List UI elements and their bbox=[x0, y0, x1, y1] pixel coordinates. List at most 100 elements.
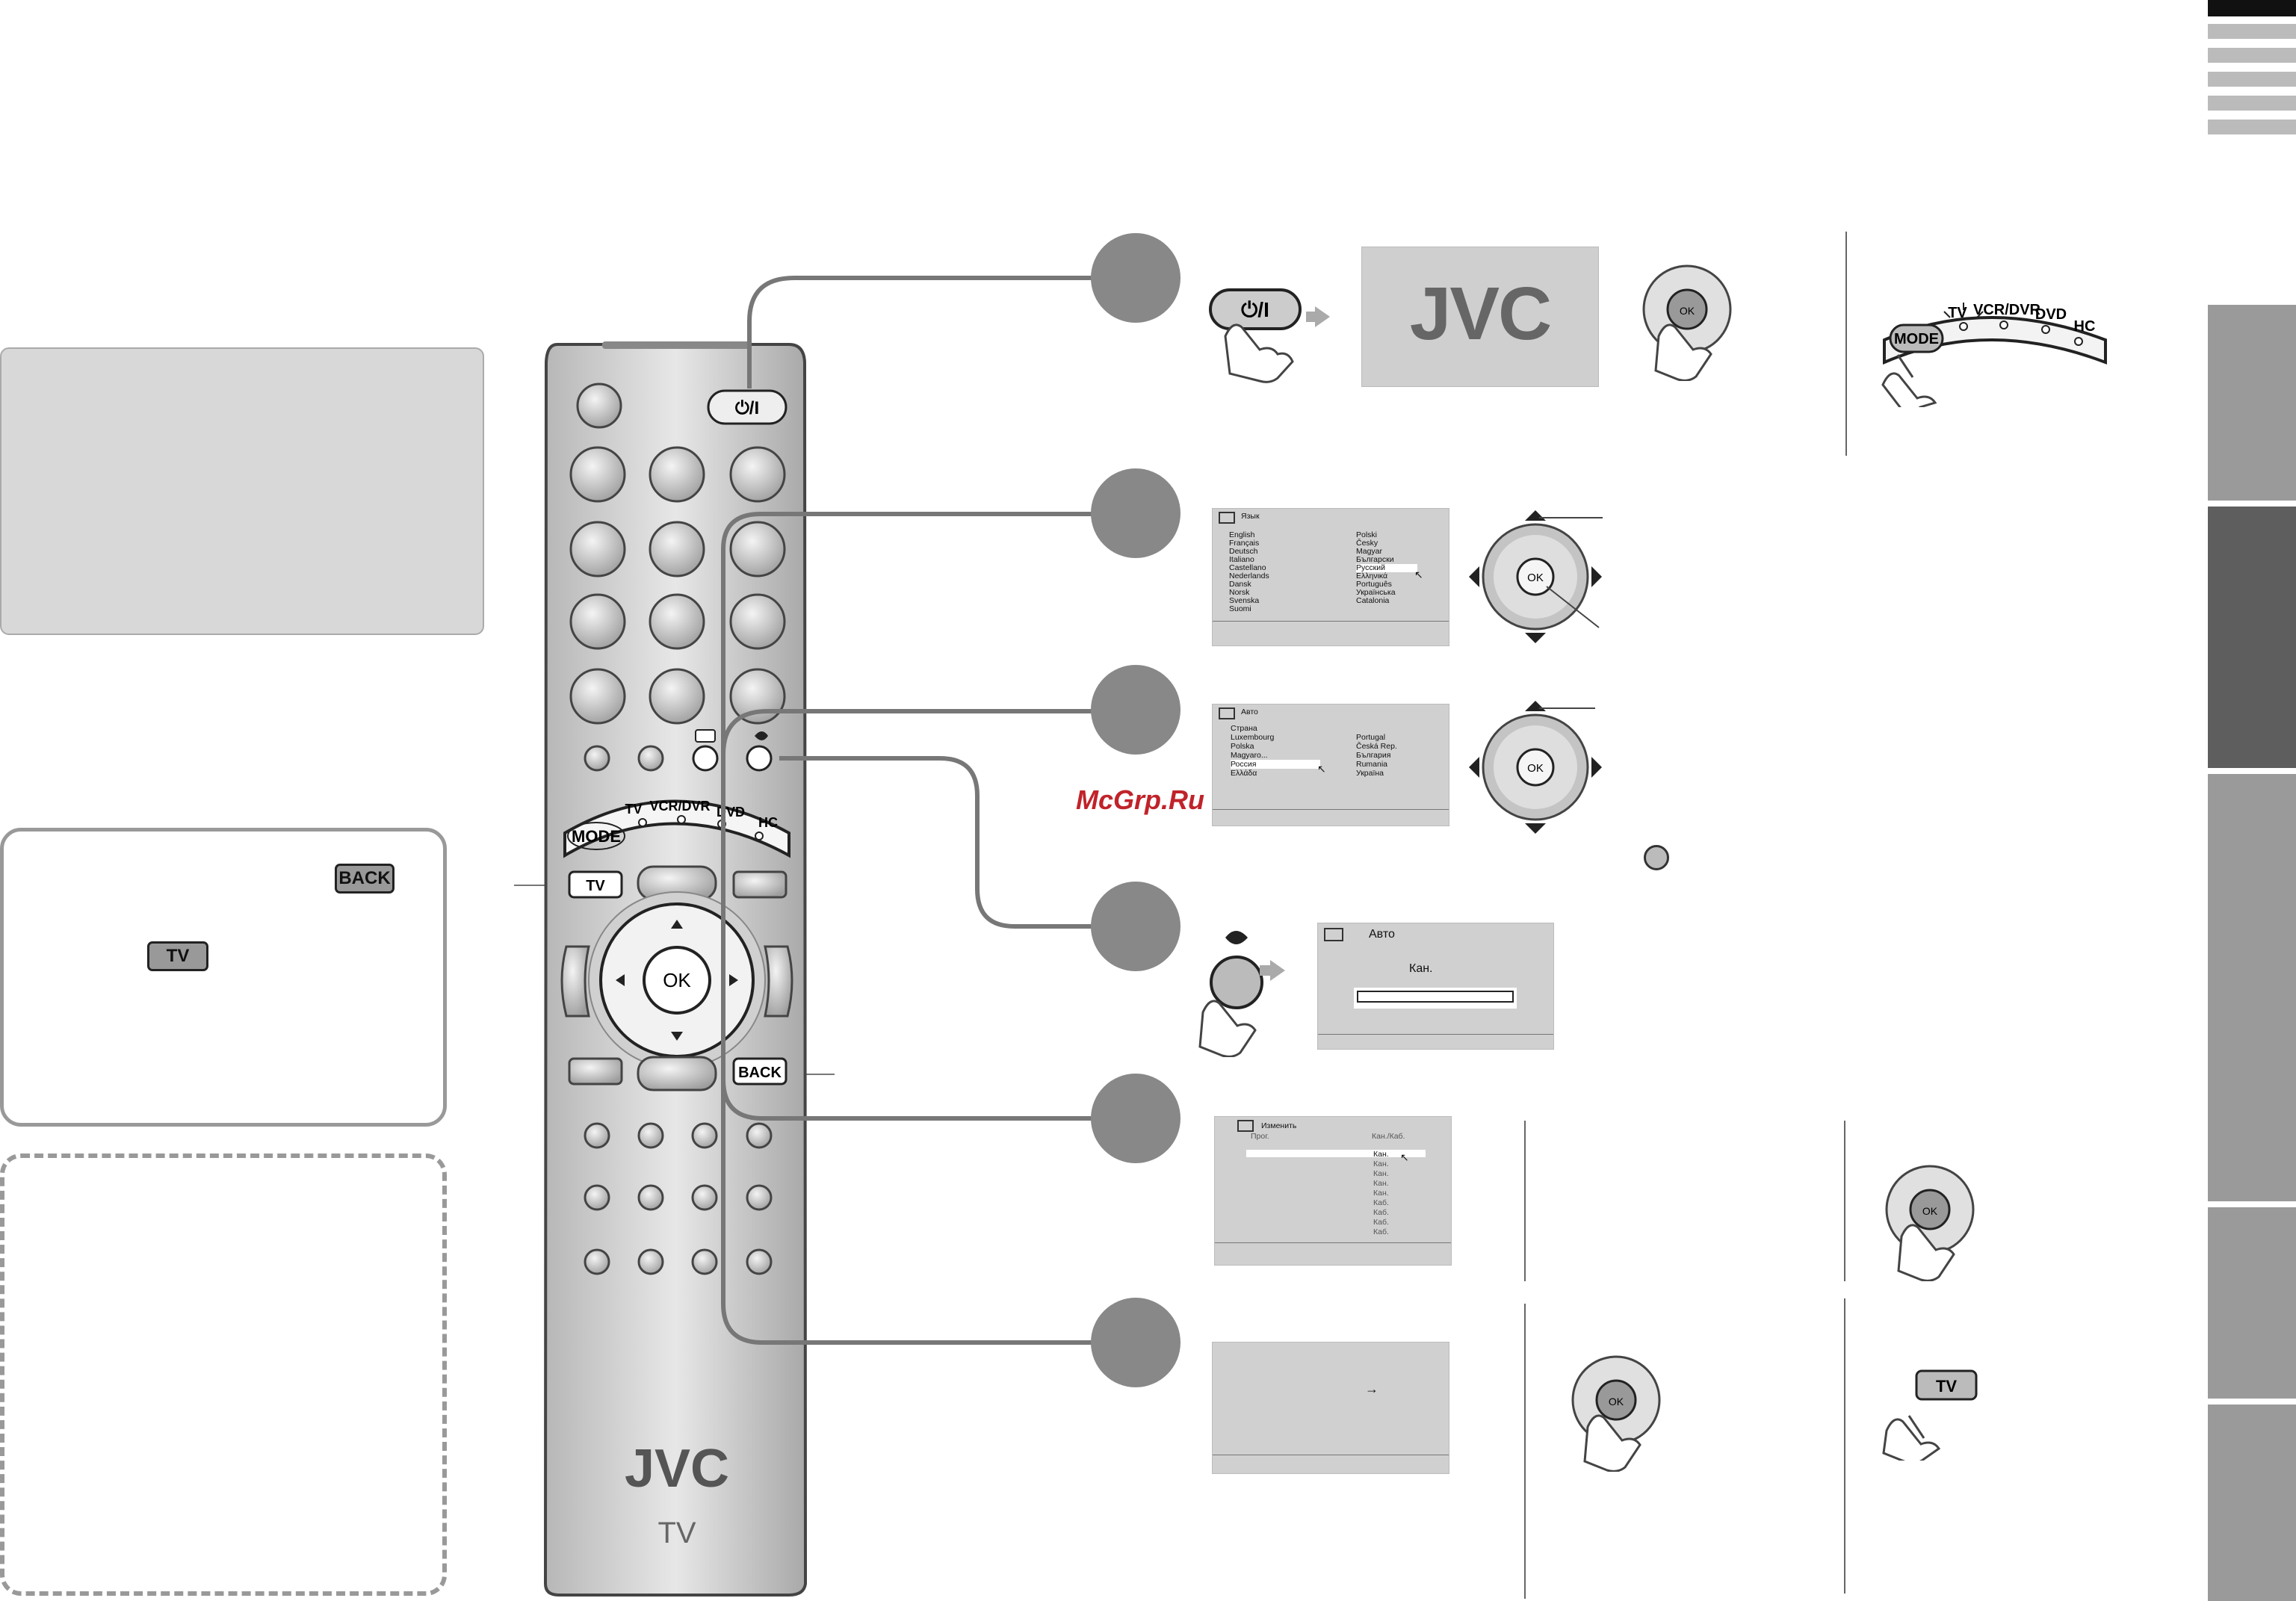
svg-text:TV: TV bbox=[1936, 1377, 1957, 1396]
language-item[interactable]: Italiano bbox=[1229, 555, 1254, 564]
splash-brand: JVC bbox=[1409, 272, 1553, 356]
tv-leader-line bbox=[514, 885, 574, 886]
svg-text:TV: TV bbox=[657, 1517, 696, 1549]
step-circle-1 bbox=[1091, 233, 1181, 323]
step4-red-press bbox=[1198, 931, 1285, 1057]
language-item[interactable]: Catalonia bbox=[1356, 596, 1390, 605]
language-item[interactable]: Svenska bbox=[1229, 596, 1260, 605]
svg-text:JVC: JVC bbox=[625, 1439, 729, 1499]
country-item[interactable]: Polska bbox=[1231, 742, 1254, 751]
svg-text:TV: TV bbox=[625, 802, 642, 817]
divider-step6-b bbox=[1844, 1298, 1845, 1594]
cursor-icon: ↖ bbox=[1414, 569, 1423, 580]
step5-ok-press: OK bbox=[1885, 1165, 1975, 1281]
index-tabs bbox=[2208, 24, 2296, 158]
language-item[interactable]: Dansk bbox=[1229, 580, 1251, 589]
svg-text:VCR/DVR: VCR/DVR bbox=[649, 799, 710, 814]
svg-text:VCR/DVR: VCR/DVR bbox=[1973, 302, 2041, 318]
channel-row[interactable]: Кан. bbox=[1373, 1179, 1389, 1188]
svg-text:⏻/I: ⏻/I bbox=[1241, 298, 1269, 321]
red-button-icon bbox=[1644, 845, 1669, 870]
channel-row[interactable]: Каб. bbox=[1373, 1198, 1389, 1207]
svg-text:HC: HC bbox=[758, 815, 778, 830]
column-header: Кан./Каб. bbox=[1372, 1132, 1405, 1141]
channel-row[interactable]: Каб. bbox=[1373, 1218, 1389, 1227]
channel-row[interactable]: Каб. bbox=[1373, 1227, 1389, 1236]
connector-lines bbox=[721, 276, 1098, 1345]
language-item[interactable]: Castellano bbox=[1229, 563, 1266, 572]
country-item[interactable]: Česká Rep. bbox=[1356, 742, 1397, 751]
channel-row[interactable]: Кан. bbox=[1373, 1150, 1389, 1159]
remote-control: ⏻/I MODE TV VCR/DVR DVD HC TV OK BACK JV… bbox=[543, 341, 808, 1597]
svg-text:OK: OK bbox=[1680, 305, 1695, 317]
language-item[interactable]: Português bbox=[1356, 580, 1392, 589]
svg-text:TV: TV bbox=[1948, 305, 1967, 321]
svg-text:MODE: MODE bbox=[1894, 331, 1939, 347]
channel-row[interactable]: Кан. bbox=[1373, 1189, 1389, 1198]
channel-list: Кан. Кан. Кан. Кан. Кан. Каб. Каб. Каб. … bbox=[1373, 1150, 1389, 1237]
menu-title: Авто bbox=[1241, 707, 1258, 716]
info-box-gray bbox=[0, 347, 484, 635]
chapter-tab-1 bbox=[2208, 305, 2296, 501]
language-item[interactable]: Norsk bbox=[1229, 588, 1250, 597]
country-item[interactable]: Luxembourg bbox=[1231, 733, 1275, 742]
country-item[interactable]: Україна bbox=[1356, 769, 1384, 778]
step-circle-4 bbox=[1091, 882, 1181, 971]
selection-highlight bbox=[1246, 1150, 1426, 1157]
country-item[interactable]: Portugal bbox=[1356, 733, 1386, 742]
step-circle-6 bbox=[1091, 1298, 1181, 1387]
language-list-right: Polski Česky Magyar Български Русский Ελ… bbox=[1356, 531, 1417, 605]
svg-text:BACK: BACK bbox=[738, 1065, 782, 1081]
country-list-right: Portugal Česká Rep. България Rumania Укр… bbox=[1356, 733, 1397, 778]
back-button-callout: BACK bbox=[335, 864, 394, 894]
country-item[interactable]: Ελλάδα bbox=[1231, 769, 1257, 778]
svg-text:MODE: MODE bbox=[572, 827, 621, 846]
country-item[interactable]: България bbox=[1356, 751, 1391, 760]
step3-nav-pad: OK bbox=[1469, 701, 1602, 834]
channel-row[interactable]: Каб. bbox=[1373, 1208, 1389, 1217]
index-tab-black bbox=[2208, 0, 2296, 16]
step6-ok-press: OK bbox=[1571, 1355, 1661, 1472]
step-circle-2 bbox=[1091, 468, 1181, 558]
svg-text:⏻/I: ⏻/I bbox=[735, 398, 759, 418]
language-item[interactable]: Polski bbox=[1356, 530, 1378, 539]
language-item[interactable]: Magyar bbox=[1356, 547, 1383, 556]
country-item[interactable]: Rumania bbox=[1356, 760, 1388, 769]
svg-text:OK: OK bbox=[1527, 762, 1544, 775]
country-item-selected[interactable]: Россия bbox=[1231, 760, 1320, 769]
country-item[interactable]: Magyaro... bbox=[1231, 751, 1268, 760]
step5-edit-menu: Изменить Прог. Кан./Каб. Кан. Кан. Кан. … bbox=[1214, 1116, 1452, 1266]
divider-step5-b bbox=[1844, 1121, 1845, 1281]
tip-box-dashed bbox=[0, 1153, 447, 1596]
language-item[interactable]: Українська bbox=[1356, 588, 1396, 597]
language-item[interactable]: Nederlands bbox=[1229, 572, 1269, 580]
prog-label: Прог. bbox=[1251, 1132, 1269, 1141]
language-item[interactable]: Česky bbox=[1356, 539, 1378, 548]
svg-text:DVD: DVD bbox=[2035, 306, 2067, 323]
country-list-left: Luxembourg Polska Magyaro... Россия Ελλά… bbox=[1231, 733, 1320, 778]
language-item[interactable]: Suomi bbox=[1229, 604, 1251, 613]
menu-tv-icon bbox=[1219, 512, 1235, 524]
step2-language-menu: Язык English Français Deutsch Italiano C… bbox=[1212, 508, 1449, 646]
language-item[interactable]: English bbox=[1229, 530, 1255, 539]
step6-tv-press: TV bbox=[1882, 1369, 1978, 1461]
language-item[interactable]: Français bbox=[1229, 539, 1260, 548]
language-item[interactable]: Ελληνικά bbox=[1356, 572, 1388, 580]
watermark: McGrp.Ru bbox=[1076, 784, 1205, 815]
step1-ok-press: OK bbox=[1642, 264, 1732, 381]
channel-row[interactable]: Кан. bbox=[1373, 1169, 1389, 1178]
svg-text:HC: HC bbox=[2074, 318, 2096, 335]
menu-title: Авто bbox=[1369, 928, 1395, 941]
divider-step5-a bbox=[1524, 1121, 1526, 1281]
language-item[interactable]: Deutsch bbox=[1229, 547, 1258, 556]
language-item[interactable]: Български bbox=[1356, 555, 1394, 564]
menu-title: Язык bbox=[1241, 512, 1260, 521]
language-item-selected[interactable]: Русский bbox=[1356, 564, 1417, 572]
divider-step6-a bbox=[1524, 1304, 1526, 1599]
svg-text:OK: OK bbox=[1609, 1396, 1624, 1408]
channel-row[interactable]: Кан. bbox=[1373, 1159, 1389, 1168]
tv-button-callout: TV bbox=[147, 941, 208, 971]
step6-screen: → bbox=[1212, 1342, 1449, 1474]
progress-bar bbox=[1354, 988, 1517, 1009]
step1-mode-arc: MODE TV VCR/DVR DVD HC bbox=[1881, 302, 2107, 407]
